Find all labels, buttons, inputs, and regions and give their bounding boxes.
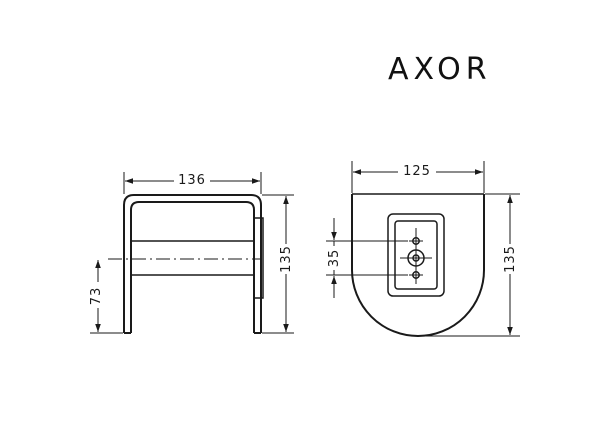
dim-73-label: 73 xyxy=(89,287,104,306)
brand-logo: AXOR xyxy=(388,52,492,87)
dim-35-label: 35 xyxy=(327,249,342,268)
dim-135-front-label: 135 xyxy=(503,245,518,273)
front-view-outline xyxy=(351,194,485,337)
side-view: 136 135 73 xyxy=(88,170,294,334)
dim-125-label: 125 xyxy=(403,164,431,179)
mounting-plate-outer xyxy=(387,213,445,297)
side-view-wall-plate xyxy=(253,217,264,299)
front-view: 125 135 35 xyxy=(326,161,520,337)
mounting-plate-center-ring xyxy=(407,249,425,267)
dim-136-label: 136 xyxy=(178,173,206,188)
mounting-plate-inner xyxy=(394,220,438,290)
side-view-inner-outline xyxy=(130,201,255,333)
side-view-outer-outline xyxy=(123,194,262,333)
dim-135-side-label: 135 xyxy=(279,245,294,273)
mounting-plate-center-hole xyxy=(412,254,420,262)
